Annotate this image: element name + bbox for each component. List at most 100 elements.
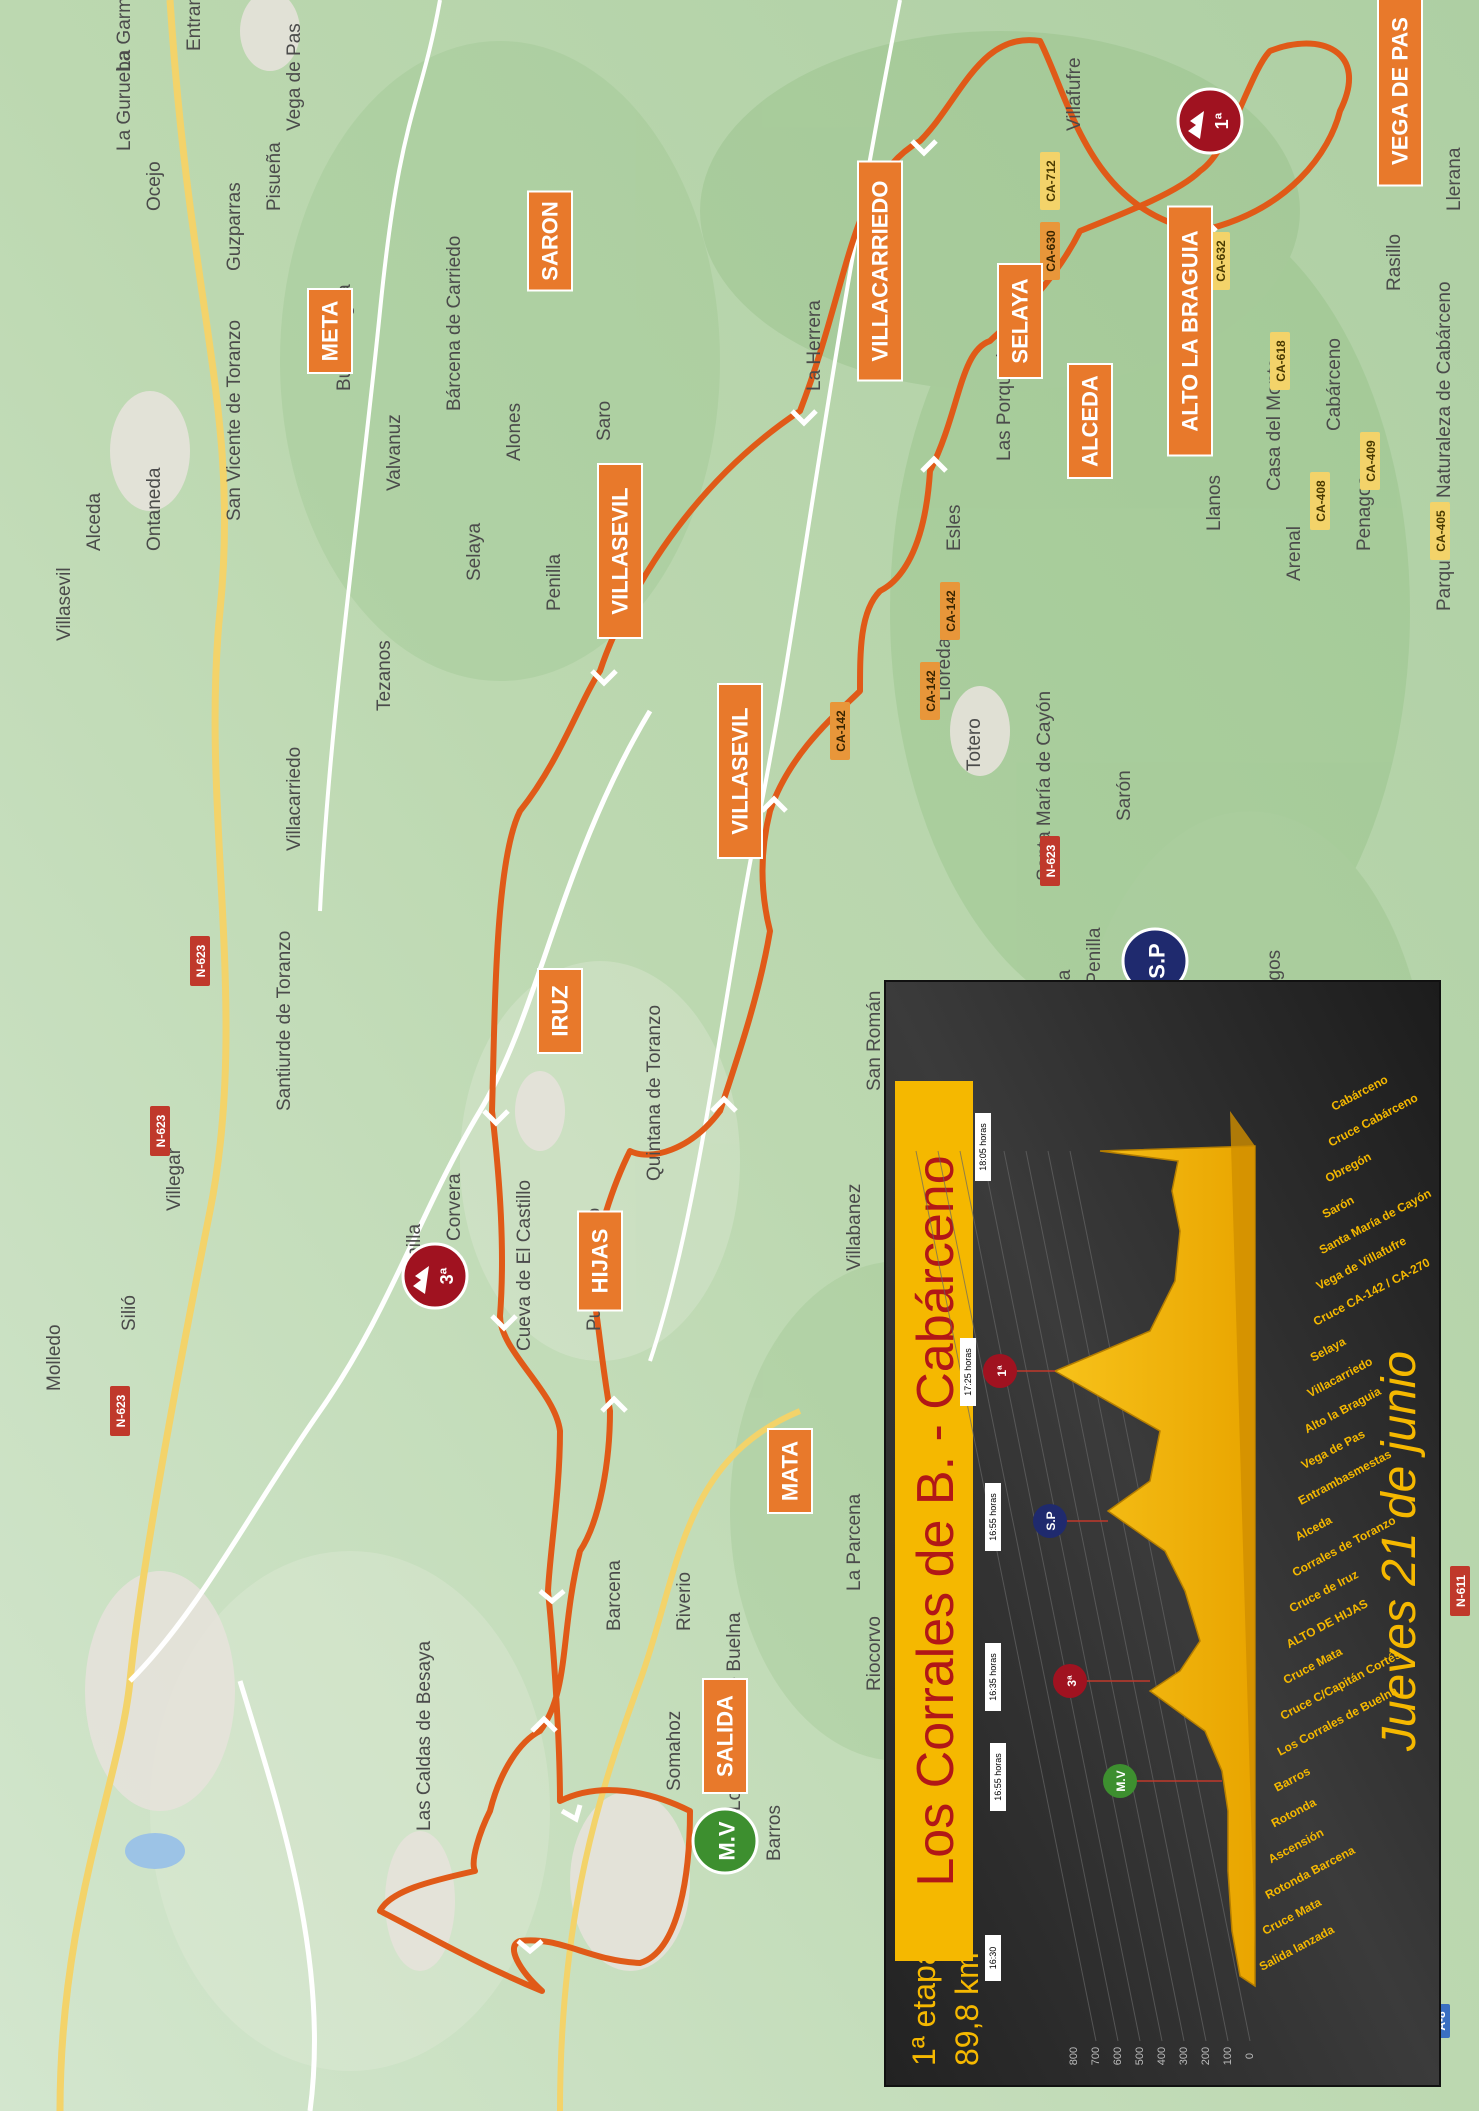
town-label: La Herrera bbox=[804, 300, 825, 391]
marker-cat3-label: 3ª bbox=[437, 1267, 457, 1284]
town-label: Guzparras bbox=[224, 182, 245, 271]
town-label: Riverio bbox=[674, 1572, 695, 1631]
town-label: Ontaneda bbox=[144, 467, 165, 551]
y-tick-label: 200 bbox=[1200, 2047, 1212, 2065]
y-tick-label: 800 bbox=[1068, 2047, 1080, 2065]
road-badge: CA-409 bbox=[1360, 432, 1380, 490]
profile-marker-sp: S.P bbox=[1033, 1504, 1067, 1538]
town-label: Barros bbox=[764, 1805, 785, 1861]
stage-route bbox=[377, 37, 1353, 1994]
time-cat1: 17:25 horas bbox=[963, 1348, 973, 1396]
road-badge-text: CA-142 bbox=[834, 710, 848, 752]
road-badge: CA-712 bbox=[1040, 152, 1060, 210]
stage-label-villasevil: VILLASEVIL bbox=[597, 463, 643, 639]
time-start: 16:30 bbox=[988, 1947, 998, 1970]
stage-label-alto-la-braguia: ALTO LA BRAGUIA bbox=[1167, 205, 1213, 457]
stage-label-text: META bbox=[318, 301, 343, 362]
road-badge-text: CA-142 bbox=[924, 670, 938, 712]
road-badge: CA-142 bbox=[830, 702, 850, 760]
town-label: Santiurde de Toranzo bbox=[274, 931, 295, 1111]
y-tick-label: 500 bbox=[1134, 2047, 1146, 2065]
y-tick-label: 400 bbox=[1156, 2047, 1168, 2065]
town-label: Villacarriedo bbox=[284, 747, 305, 851]
stage-label-text: ALCEDA bbox=[1078, 375, 1103, 467]
road-badge-text: CA-618 bbox=[1274, 340, 1288, 382]
road-badge-text: N-623 bbox=[194, 944, 208, 977]
town-label: Pisueña bbox=[264, 142, 285, 211]
road-badge-text: CA-712 bbox=[1044, 160, 1058, 202]
marker-cat3: 3ª bbox=[401, 1242, 469, 1310]
town-label: Llanos bbox=[1204, 475, 1225, 531]
town-label: Parque de la Naturaleza de Cabárceno bbox=[1434, 281, 1455, 611]
profile-cat3-label: 3ª bbox=[1065, 1675, 1079, 1687]
town-label: San Vicente de Toranzo bbox=[224, 320, 245, 521]
road-badge: CA-142 bbox=[920, 662, 940, 720]
profile-time-tags: 16:30 16:55 horas 16:35 horas 16:55 hora… bbox=[960, 1113, 1006, 1981]
stage-label-meta: META bbox=[307, 288, 353, 374]
town-label: Llerana bbox=[1444, 147, 1465, 211]
stage-label-mata: MATA bbox=[767, 1428, 813, 1514]
town-label: Casa del Monte bbox=[1264, 358, 1285, 491]
profile-gridlines bbox=[915, 1150, 1251, 2042]
road-badge: CA-142 bbox=[940, 582, 960, 640]
stage-label-text: VILLACARRIEDO bbox=[868, 181, 893, 362]
marker-sp-label: S.P bbox=[1145, 943, 1170, 978]
town-label: Sarón bbox=[1114, 770, 1135, 821]
road-badge: N-623 bbox=[190, 936, 210, 986]
town-label: Vega de Pas bbox=[284, 23, 305, 131]
stage-label-alceda: ALCEDA bbox=[1067, 363, 1113, 479]
stage-label-salida: SALIDA bbox=[702, 1678, 748, 1794]
stage-label-text: HIJAS bbox=[588, 1229, 613, 1294]
stage-label-text: SELAYA bbox=[1008, 278, 1033, 363]
town-label: La Parcena bbox=[844, 1493, 865, 1591]
road-badge-text: N-623 bbox=[1044, 844, 1058, 877]
stage-label-villacarriedo: VILLACARRIEDO bbox=[857, 160, 903, 382]
town-label: Santa María de Cayón bbox=[1034, 691, 1055, 881]
town-label: Corvera bbox=[444, 1173, 465, 1241]
town-label: Molledo bbox=[44, 1324, 65, 1391]
time-mv: 16:55 horas bbox=[993, 1753, 1003, 1801]
stage-label-text: VILLASEVIL bbox=[728, 707, 753, 834]
town-label: Cueva de El Castillo bbox=[514, 1180, 535, 1351]
urban-areas bbox=[85, 0, 1010, 1971]
town-label: La Gurueba bbox=[114, 50, 135, 151]
marker-cat1-label: 1ª bbox=[1212, 112, 1232, 129]
stage-label-text: VEGA DE PAS bbox=[1388, 17, 1413, 165]
town-label: Arenal bbox=[1284, 526, 1305, 581]
stage-label-text: ALTO LA BRAGUIA bbox=[1178, 230, 1203, 431]
profile-marker-cat3: 3ª bbox=[1053, 1664, 1087, 1698]
stage-label-vega-de-pas: VEGA DE PAS bbox=[1377, 0, 1423, 187]
town-label: Saro bbox=[594, 401, 615, 441]
road-badge-text: CA-409 bbox=[1364, 440, 1378, 482]
town-label: Villasevil bbox=[54, 567, 75, 641]
town-label: San Román bbox=[864, 991, 885, 1091]
road-badge-text: CA-405 bbox=[1434, 510, 1448, 552]
town-label: Penilla bbox=[544, 554, 565, 611]
road-badge: CA-405 bbox=[1430, 502, 1450, 560]
profile-marker-lines bbox=[1010, 1370, 1222, 1782]
road-badge: CA-408 bbox=[1310, 472, 1330, 530]
town-label: Riocorvo bbox=[864, 1616, 885, 1691]
time-sp: 16:55 horas bbox=[988, 1493, 998, 1541]
town-label: Alones bbox=[504, 403, 525, 461]
profile-panel: Los Corrales de B. - Cabárceno 1ª etapa … bbox=[884, 980, 1441, 2087]
y-tick-label: 300 bbox=[1178, 2047, 1190, 2065]
stage-label-text: IRUZ bbox=[548, 985, 573, 1036]
road-badge: N-623 bbox=[150, 1106, 170, 1156]
stage-label-iruz: IRUZ bbox=[537, 968, 583, 1054]
profile-sp-label: S.P bbox=[1044, 1511, 1058, 1530]
time-finish: 18:05 horas bbox=[978, 1123, 988, 1171]
stage-label-text: MATA bbox=[778, 1441, 803, 1501]
y-tick-label: 600 bbox=[1112, 2047, 1124, 2065]
town-label: Totero bbox=[964, 718, 985, 771]
town-label: La Garma bbox=[114, 0, 135, 71]
road-badge-text: CA-408 bbox=[1314, 480, 1328, 522]
town-label: Alceda bbox=[84, 492, 105, 551]
road-badge: CA-630 bbox=[1040, 222, 1060, 280]
y-tick-label: 100 bbox=[1222, 2047, 1234, 2065]
profile-title: Los Corrales de B. - Cabárceno bbox=[907, 1155, 965, 1886]
